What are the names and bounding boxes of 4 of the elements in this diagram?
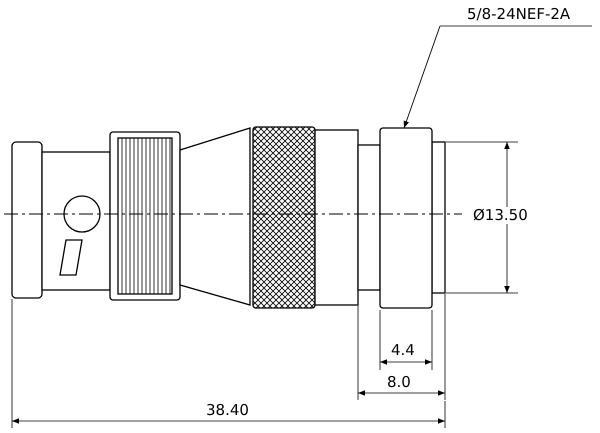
threaded-nut [379, 127, 433, 309]
thread-spec-label: 5/8-24NEF-2A [466, 6, 572, 23]
dimension-label: Ø13.50 [472, 207, 529, 224]
leader-line [404, 26, 440, 128]
